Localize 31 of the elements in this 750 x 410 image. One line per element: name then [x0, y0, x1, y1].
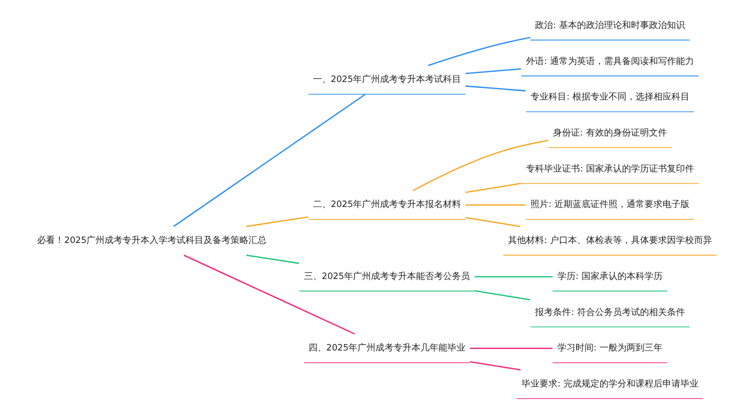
- connector: [465, 216, 520, 228]
- node-text: 三、2025年广州成考专升本能否考公务员: [304, 272, 470, 282]
- node-text: 照片: 近期蓝底证件照，通常要求电子版: [530, 200, 690, 210]
- connector: [246, 216, 308, 228]
- node-text: 专业科目: 根据专业不同，选择相应科目: [530, 92, 690, 103]
- node-text: 身份证: 有效的身份证明文件: [553, 128, 667, 139]
- node-text: 必看！2025广州成考专升本入学考试科目及备考策略汇总: [37, 236, 267, 246]
- node-text: 政治: 基本的政治理论和时事政治知识: [535, 20, 685, 31]
- connector: [466, 204, 526, 206]
- node-text: 一、2025年广州成考专升本考试科目: [312, 75, 462, 86]
- connector: [173, 94, 366, 227]
- connector: [474, 290, 530, 300]
- node-text: 毕业要求: 完成规定的学分和课程后申请毕业: [522, 380, 698, 390]
- node-text: 学习时间: 一般为两到三年: [558, 344, 662, 354]
- connector: [465, 85, 526, 92]
- node-text: 学历: 国家承认的本科学历: [558, 272, 662, 282]
- connector: [474, 276, 553, 278]
- connector: [412, 140, 548, 192]
- node-text: 外语: 通常为英语，需具备阅读和写作能力: [526, 56, 694, 67]
- connector: [465, 68, 522, 74]
- node-text: 二、2025年广州成考专升本报名材料: [312, 200, 462, 210]
- connector: [428, 36, 530, 66]
- node-text: 其他材料: 户口本、体检表等，具体要求因学校而异: [508, 236, 712, 246]
- node-text: 专科毕业证书: 国家承认的学历证书复印件: [526, 164, 694, 174]
- node-text: 报考条件: 符合公务员考试的相关条件: [535, 308, 685, 318]
- connector: [465, 182, 522, 194]
- connector: [470, 361, 521, 371]
- connector: [470, 348, 552, 350]
- node-text: 四、2025年广州成考专升本几年能毕业: [308, 344, 466, 354]
- connector: [184, 254, 355, 335]
- connector: [246, 254, 300, 264]
